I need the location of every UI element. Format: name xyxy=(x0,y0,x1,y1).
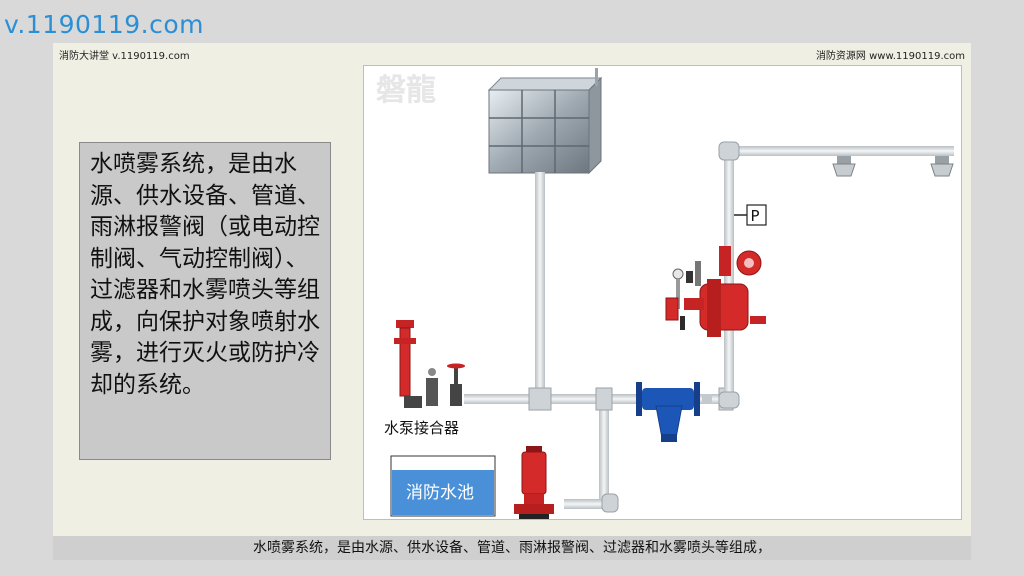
spray-nozzle-2 xyxy=(930,156,954,177)
header-left-text: 消防大讲堂 v.1190119.com xyxy=(59,51,190,62)
pressure-switch-label: P xyxy=(751,207,760,225)
spray-nozzle-1 xyxy=(832,156,856,177)
site-url: v.1190119.com xyxy=(4,10,204,39)
y-strainer-filter xyxy=(636,382,700,442)
system-diagram: 磐龍 xyxy=(363,65,962,520)
subtitle-caption: 水喷雾系统，是由水源、供水设备、管道、雨淋报警阀、过滤器和水雾喷头等组成， xyxy=(53,536,971,560)
header-right-text: 消防资源网 www.1190119.com xyxy=(815,51,965,62)
pressure-switch: P xyxy=(734,204,767,226)
deluge-alarm-valve xyxy=(665,246,766,337)
slide: 消防大讲堂 v.1190119.com 消防资源网 www.1190119.co… xyxy=(53,43,971,560)
pump-connector-label: 水泵接合器 xyxy=(384,419,459,437)
watermark-text: 磐龍 xyxy=(376,73,436,108)
fire-pool xyxy=(390,455,496,517)
pump-connector xyxy=(394,320,465,408)
water-tank xyxy=(487,68,603,175)
description-textbox: 水喷雾系统，是由水源、供水设备、管道、雨淋报警阀（或电动控制阀、气动控制阀）、过… xyxy=(79,142,331,460)
fire-pump xyxy=(514,446,554,519)
fire-pool-label: 消防水池 xyxy=(406,483,474,503)
diagram-canvas: 磐龍 xyxy=(376,68,954,519)
